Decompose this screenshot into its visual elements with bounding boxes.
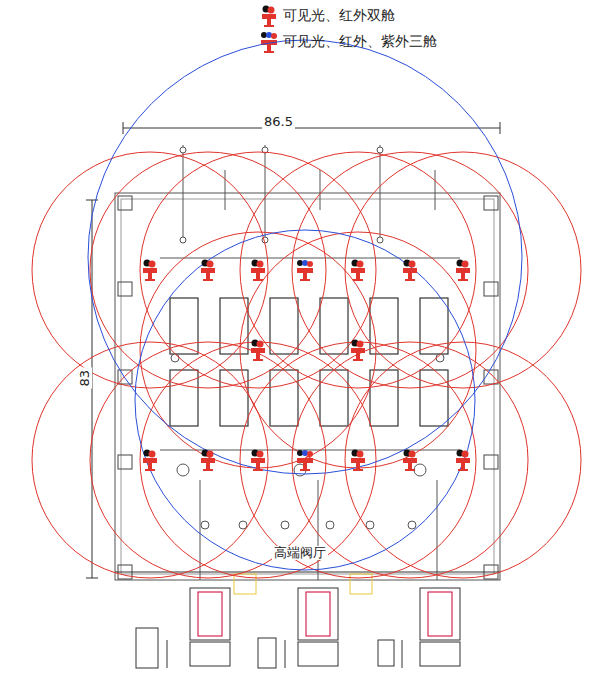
dimension-label: 86.5	[262, 115, 295, 129]
legend-text: 可见光、红外、紫外三舱	[283, 34, 437, 49]
coverage-circles-uv	[88, 40, 522, 570]
columns	[118, 196, 498, 579]
transformers	[115, 572, 500, 668]
coverage-circles	[32, 152, 581, 578]
dual-camera-icon	[262, 6, 276, 28]
cameras	[143, 260, 470, 472]
legend-text: 可见光、红外双舱	[283, 8, 395, 23]
valve-towers	[170, 298, 448, 426]
dimension-lines	[86, 122, 500, 578]
area-label: 高端阀厅	[272, 546, 328, 560]
dimension-label: 83	[78, 368, 92, 389]
